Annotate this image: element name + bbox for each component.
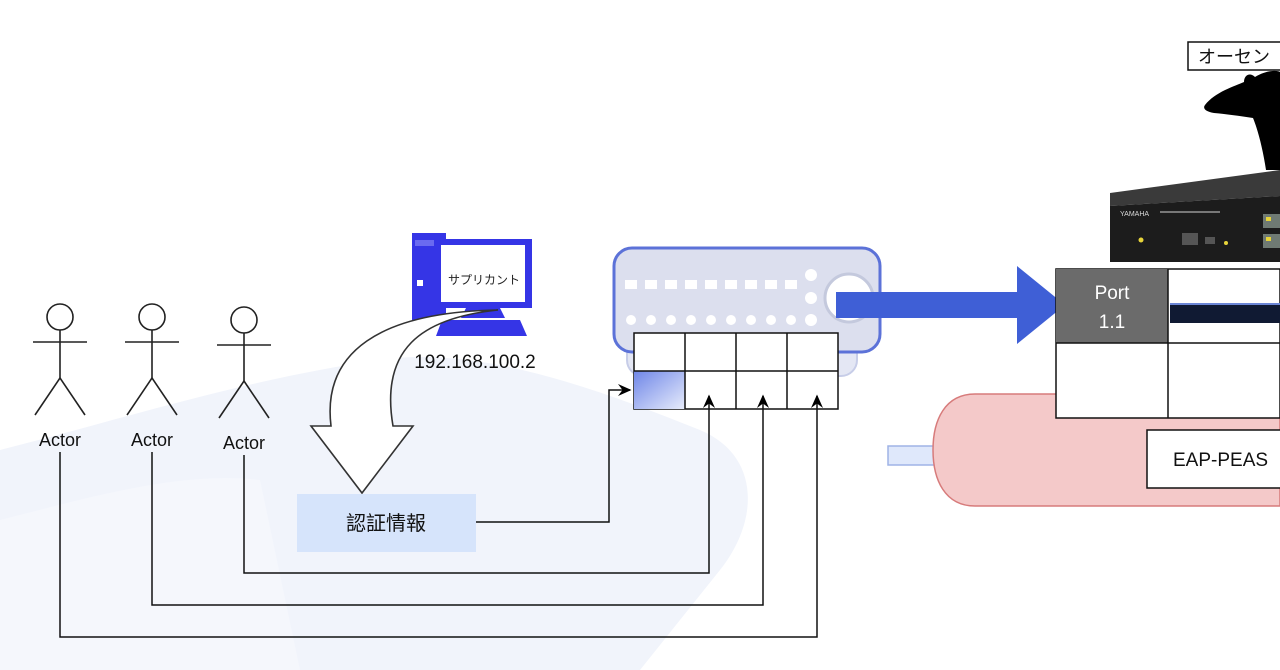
port-label-line2: 1.1 <box>1099 312 1125 333</box>
actor-label: Actor <box>223 433 265 453</box>
bear-silhouette-icon <box>1204 70 1280 170</box>
credentials-flow-arrow <box>309 309 499 495</box>
authenticator-label-box <box>1187 41 1280 71</box>
actor-1-connection-line <box>59 394 823 638</box>
supplicant-computer-icon: サプリカント <box>412 233 532 336</box>
switch-brand: YAMAHA <box>1120 211 1149 218</box>
actor-label: Actor <box>131 430 173 450</box>
port-label-line1: Port <box>1095 283 1131 304</box>
credentials-to-port-line <box>476 384 632 523</box>
supplicant-ip: 192.168.100.2 <box>414 352 536 373</box>
authenticator-label: オーセン <box>1198 47 1270 67</box>
credentials-label: 認証情報 <box>346 512 426 535</box>
blue-flow-arrow <box>836 266 1065 344</box>
authenticator-port-table: Port 1.1 <box>1055 268 1280 419</box>
actor-2: Actor <box>125 303 179 450</box>
actor-3: Actor <box>217 306 271 453</box>
eap-label-box <box>1146 429 1280 489</box>
port-table <box>633 332 839 410</box>
supplicant-label: サプリカント <box>448 273 520 287</box>
actor-3-connection-line <box>243 394 715 574</box>
actor-label: Actor <box>39 430 81 450</box>
eap-label: EAP-PEAS <box>1173 450 1268 471</box>
yamaha-switch-image: YAMAHA <box>1110 170 1280 262</box>
actor-1: Actor <box>33 303 87 450</box>
credentials-box <box>297 494 476 552</box>
actor-2-connection-line <box>151 394 769 606</box>
